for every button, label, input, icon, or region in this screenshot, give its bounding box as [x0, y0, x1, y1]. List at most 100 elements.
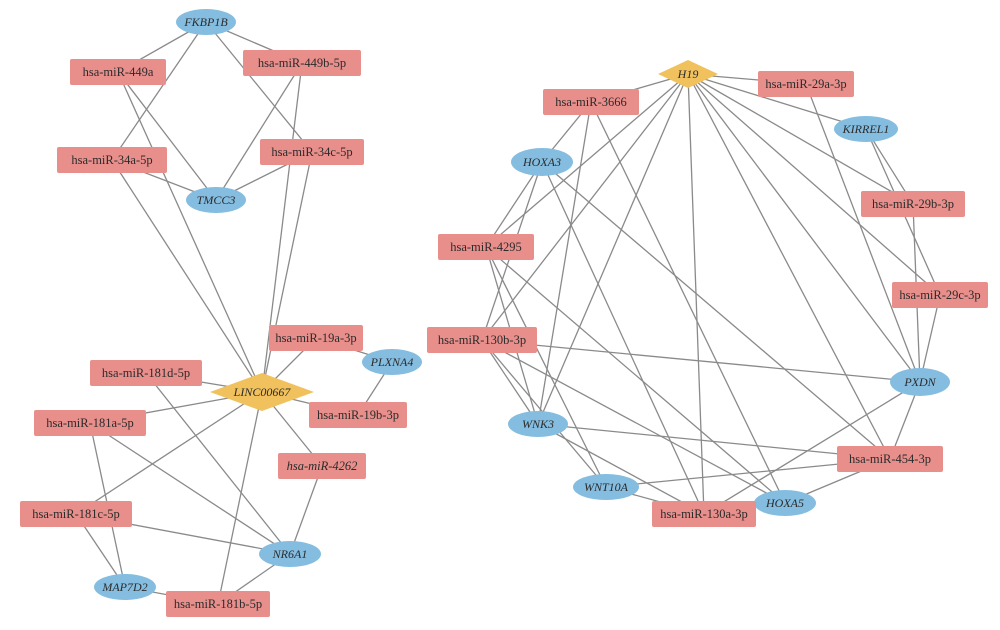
node-label: hsa-miR-19a-3p [275, 331, 356, 345]
gene-ellipse [176, 9, 236, 35]
node-LINC00667: LINC00667 [210, 373, 314, 411]
node-label: hsa-miR-130b-3p [438, 333, 526, 347]
mirna-box [278, 453, 366, 479]
lncrna-diamond [658, 60, 718, 88]
node-KIRREL1: KIRREL1 [834, 116, 898, 142]
node-label: hsa-miR-454-3p [849, 452, 931, 466]
gene-ellipse [573, 474, 639, 500]
node-label: hsa-miR-29a-3p [765, 77, 846, 91]
edge-WNT10A-mir4295 [485, 246, 607, 488]
node-label: hsa-miR-181b-5p [174, 597, 262, 611]
gene-ellipse [94, 574, 156, 600]
node-TMCC3: TMCC3 [186, 187, 246, 213]
node-label: hsa-miR-4295 [450, 240, 522, 254]
gene-ellipse [362, 349, 422, 375]
node-layer: FKBP1B hsa-miR-449a hsa-miR-449b-5p hsa-miR… [20, 9, 988, 617]
node-label: hsa-miR-130a-3p [660, 507, 747, 521]
node-mir29c: hsa-miR-29c-3p [892, 282, 988, 308]
mirna-box [543, 89, 639, 115]
edge-H19-mir29c [687, 73, 941, 296]
mirna-box [837, 446, 943, 472]
edge-HOXA5-mir3666 [590, 101, 786, 504]
edge-H19-mir130b [481, 73, 689, 341]
mirna-box [57, 147, 167, 173]
mirna-box [260, 139, 364, 165]
node-HOXA5: HOXA5 [754, 490, 816, 516]
node-mir130b: hsa-miR-130b-3p [427, 327, 537, 353]
edge-PXDN-mir29c [919, 294, 941, 383]
node-label: hsa-miR-3666 [555, 95, 627, 109]
node-label: MAP7D2 [101, 580, 147, 594]
edge-HOXA3-mir454 [541, 161, 891, 460]
node-NR6A1: NR6A1 [259, 541, 321, 567]
edge-H19-WNK3 [537, 73, 689, 425]
node-mir454: hsa-miR-454-3p [837, 446, 943, 472]
node-mir449b: hsa-miR-449b-5p [243, 50, 361, 76]
gene-ellipse [186, 187, 246, 213]
edge-HOXA3-mir4295 [485, 161, 543, 248]
node-label: hsa-miR-29c-3p [899, 288, 980, 302]
edge-H19-mir454 [687, 73, 891, 460]
node-label: WNT10A [584, 480, 629, 494]
node-H19: H19 [658, 60, 718, 88]
mirna-box [20, 501, 132, 527]
edge-PXDN-mir130b [481, 339, 921, 383]
mirna-box [90, 360, 202, 386]
node-mir181d: hsa-miR-181d-5p [90, 360, 202, 386]
node-mir19b: hsa-miR-19b-3p [309, 402, 407, 428]
mirna-box [243, 50, 361, 76]
node-label: FKBP1B [183, 15, 228, 29]
lncrna-diamond [210, 373, 314, 411]
gene-ellipse [259, 541, 321, 567]
edge-WNK3-mir3666 [537, 101, 592, 425]
edge-HOXA5-mir4295 [485, 246, 786, 504]
node-PLXNA4: PLXNA4 [362, 349, 422, 375]
node-mir34c: hsa-miR-34c-5p [260, 139, 364, 165]
node-mir3666: hsa-miR-3666 [543, 89, 639, 115]
mirna-box [438, 234, 534, 260]
edge-layer [75, 21, 941, 605]
mirna-box [269, 325, 363, 351]
mirna-box [861, 191, 965, 217]
node-label: hsa-miR-34a-5p [71, 153, 152, 167]
edge-NR6A1-mir181d [145, 372, 291, 555]
mirna-box [34, 410, 146, 436]
node-label: H19 [677, 67, 699, 81]
edge-HOXA3-mir130a [541, 161, 705, 515]
node-label: hsa-miR-181d-5p [102, 366, 190, 380]
edge-FKBP1B-mir34a [111, 21, 207, 161]
edge-LINC00667-mir34a [111, 159, 263, 393]
edge-H19-mir4295 [485, 73, 689, 248]
edge-LINC00667-mir449a [117, 71, 263, 393]
mirna-box [427, 327, 537, 353]
node-label: PXDN [903, 375, 936, 389]
gene-ellipse [890, 368, 950, 396]
node-mir19a: hsa-miR-19a-3p [269, 325, 363, 351]
node-mir29b: hsa-miR-29b-3p [861, 191, 965, 217]
node-mir130a: hsa-miR-130a-3p [652, 501, 756, 527]
edge-TMCC3-mir449b [215, 62, 303, 201]
gene-ellipse [834, 116, 898, 142]
edge-NR6A1-mir181a [89, 422, 291, 555]
edge-H19-mir29b [687, 73, 914, 205]
node-mir181c: hsa-miR-181c-5p [20, 501, 132, 527]
node-mir34a: hsa-miR-34a-5p [57, 147, 167, 173]
node-mir181a: hsa-miR-181a-5p [34, 410, 146, 436]
node-label: hsa-miR-4262 [287, 459, 358, 473]
node-label: hsa-miR-449a [83, 65, 154, 79]
gene-ellipse [754, 490, 816, 516]
node-mir449a: hsa-miR-449a [70, 59, 166, 85]
node-mir4295: hsa-miR-4295 [438, 234, 534, 260]
mirna-box [652, 501, 756, 527]
edge-LINC00667-mir34c [261, 151, 313, 393]
gene-ellipse [508, 411, 568, 437]
node-label: KIRREL1 [842, 122, 890, 136]
edge-H19-PXDN [687, 73, 921, 383]
node-label: LINC00667 [233, 385, 292, 399]
node-label: HOXA5 [765, 496, 804, 510]
node-mir181b: hsa-miR-181b-5p [166, 591, 270, 617]
mirna-box [309, 402, 407, 428]
edge-LINC00667-mir181c [75, 391, 263, 515]
node-label: NR6A1 [272, 547, 308, 561]
